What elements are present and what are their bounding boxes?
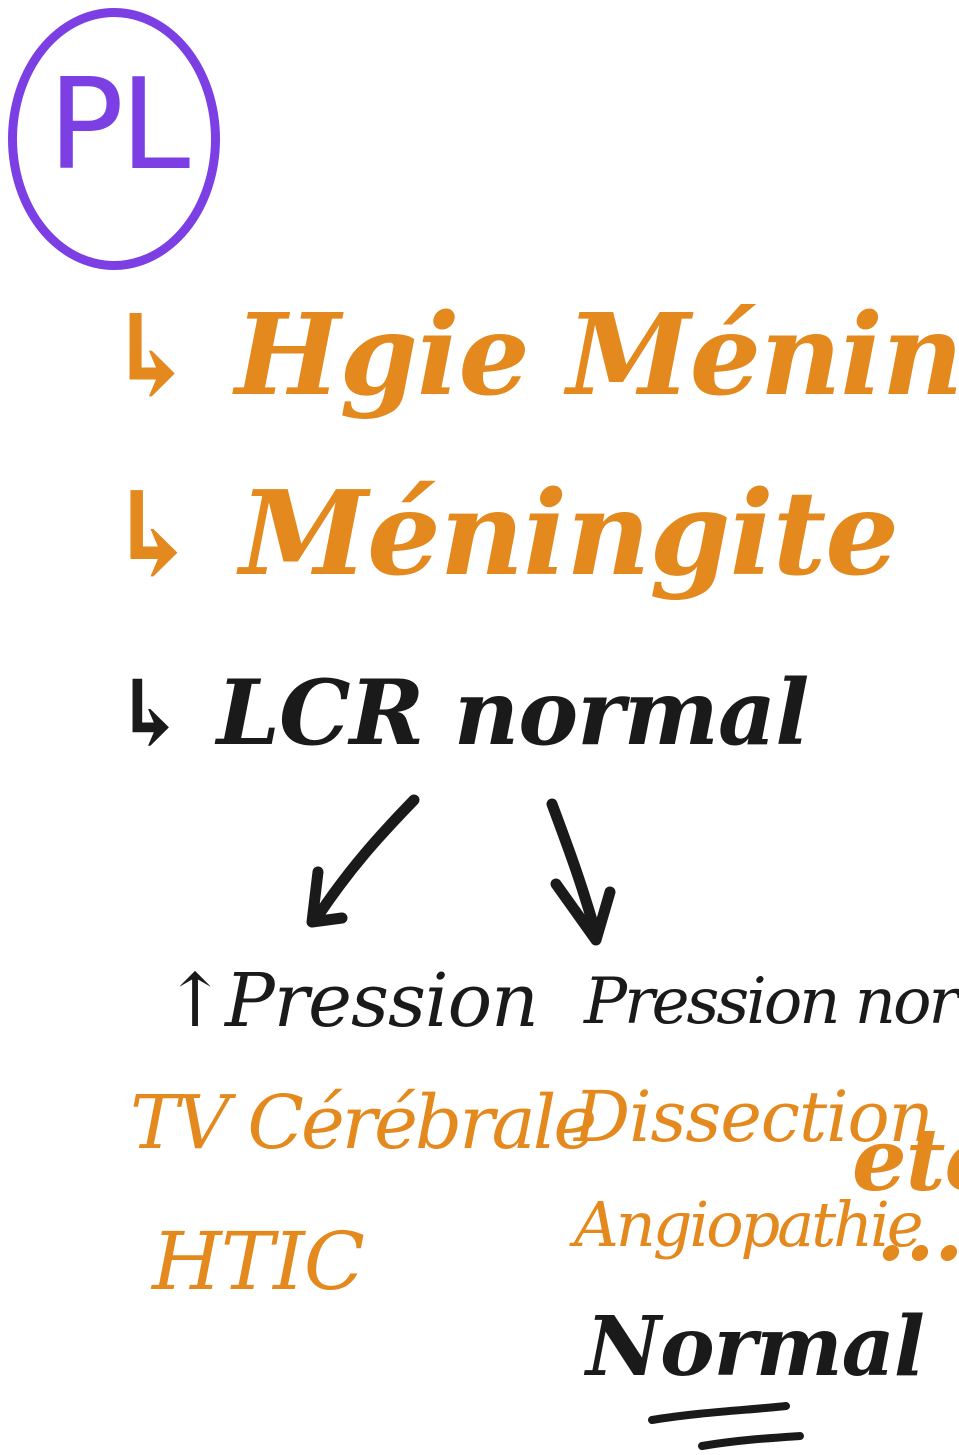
meningitis-line: ↳ Méningite <box>104 466 899 602</box>
etc-label: etc <box>852 1110 959 1211</box>
left-arrow-shaft <box>312 794 420 922</box>
ellipsis-label: ... <box>876 1180 959 1281</box>
left-arrow-head <box>306 866 348 928</box>
right-arrow-shaft <box>546 798 602 940</box>
hemorrhage-line: ↳ Hgie Méningée <box>104 290 959 421</box>
normal-underline-2 <box>698 1432 804 1450</box>
left-item-htic: HTIC <box>152 1215 365 1308</box>
pl-badge-circle <box>8 8 220 270</box>
right-item-angiopathie: Angiopathie <box>574 1188 924 1261</box>
pl-badge-label: PL <box>48 51 190 198</box>
right-item-normal: Normal <box>586 1299 925 1395</box>
right-item-dissection: Dissection <box>574 1076 934 1158</box>
right-arrow-head <box>550 878 616 946</box>
csf-normal-line: ↳ LCR normal <box>112 660 809 766</box>
right-branch-heading: Pression normale <box>584 965 959 1039</box>
left-branch-heading: ↑Pression <box>164 958 539 1044</box>
normal-underline-1 <box>648 1402 790 1424</box>
left-item-tv-cerebrale: TV Cérébrale <box>130 1080 597 1166</box>
